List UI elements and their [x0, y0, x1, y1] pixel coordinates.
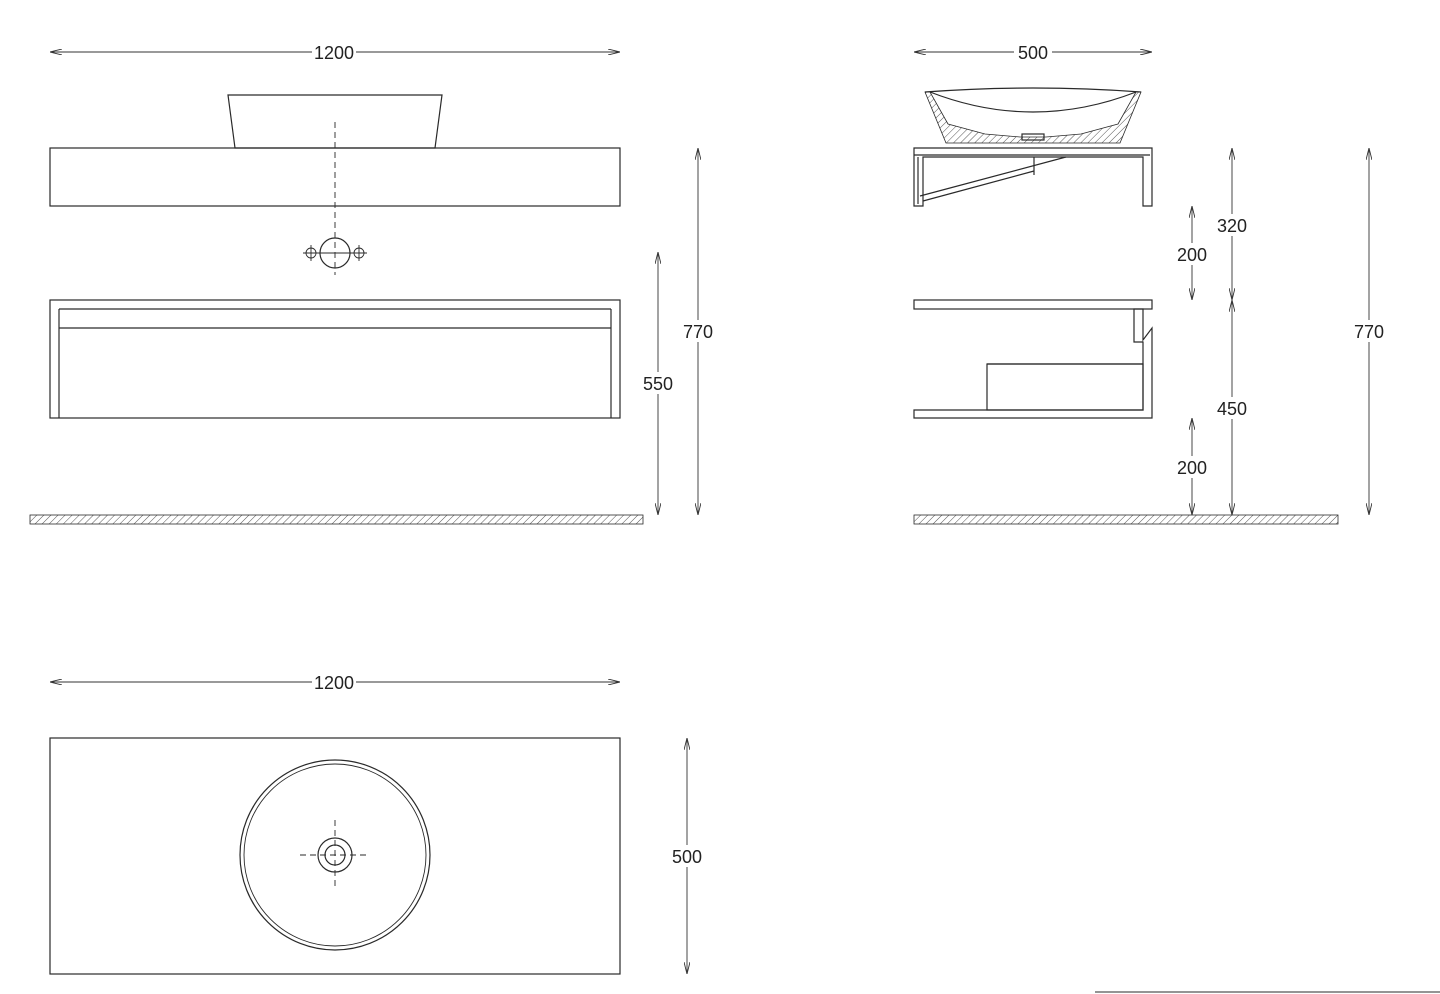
- dim-label-side-total-height: 770: [1354, 322, 1384, 342]
- floor-front: [29, 514, 644, 525]
- dim-side-upper-gap: 320: [1214, 148, 1250, 300]
- countertop-plan: [49, 737, 621, 975]
- dim-label-front-total-height: 770: [683, 322, 713, 342]
- dim-front-width: 1200: [50, 42, 620, 63]
- front-view: 1200 550: [29, 42, 716, 525]
- dim-side-total-height: 770: [1351, 148, 1387, 515]
- basin-front: [227, 94, 443, 149]
- basin-section-side: [924, 87, 1142, 144]
- dim-label-side-upper-clearance: 200: [1177, 245, 1207, 265]
- shelf-side: [913, 299, 1153, 419]
- dim-front-shelf-height: 550: [640, 252, 676, 515]
- dim-front-total-height: 770: [680, 148, 716, 515]
- dim-side-width: 500: [914, 42, 1152, 63]
- dim-label-side-width: 500: [1018, 43, 1048, 63]
- countertop-side: [913, 147, 1153, 207]
- dim-label-side-floor-clearance: 200: [1177, 458, 1207, 478]
- floor-side: [913, 514, 1339, 525]
- dim-side-upper-clearance: 200: [1174, 206, 1210, 300]
- basin-plan: [239, 759, 431, 951]
- drain-fixture-icon: [303, 237, 367, 269]
- side-view: 500 200: [913, 42, 1387, 525]
- dim-side-lower-height: 450: [1214, 300, 1250, 515]
- shelf-cabinet-front: [49, 299, 621, 419]
- dim-label-side-lower-height: 450: [1217, 399, 1247, 419]
- plan-view: 1200 500: [49, 672, 705, 975]
- dim-label-front-width: 1200: [314, 43, 354, 63]
- dim-label-plan-width: 1200: [314, 673, 354, 693]
- dim-plan-width: 1200: [50, 672, 620, 693]
- dim-plan-depth: 500: [669, 738, 705, 974]
- dim-label-front-shelf-height: 550: [643, 374, 673, 394]
- dim-label-side-upper-gap: 320: [1217, 216, 1247, 236]
- dim-side-floor-clearance: 200: [1174, 418, 1210, 515]
- dim-label-plan-depth: 500: [672, 847, 702, 867]
